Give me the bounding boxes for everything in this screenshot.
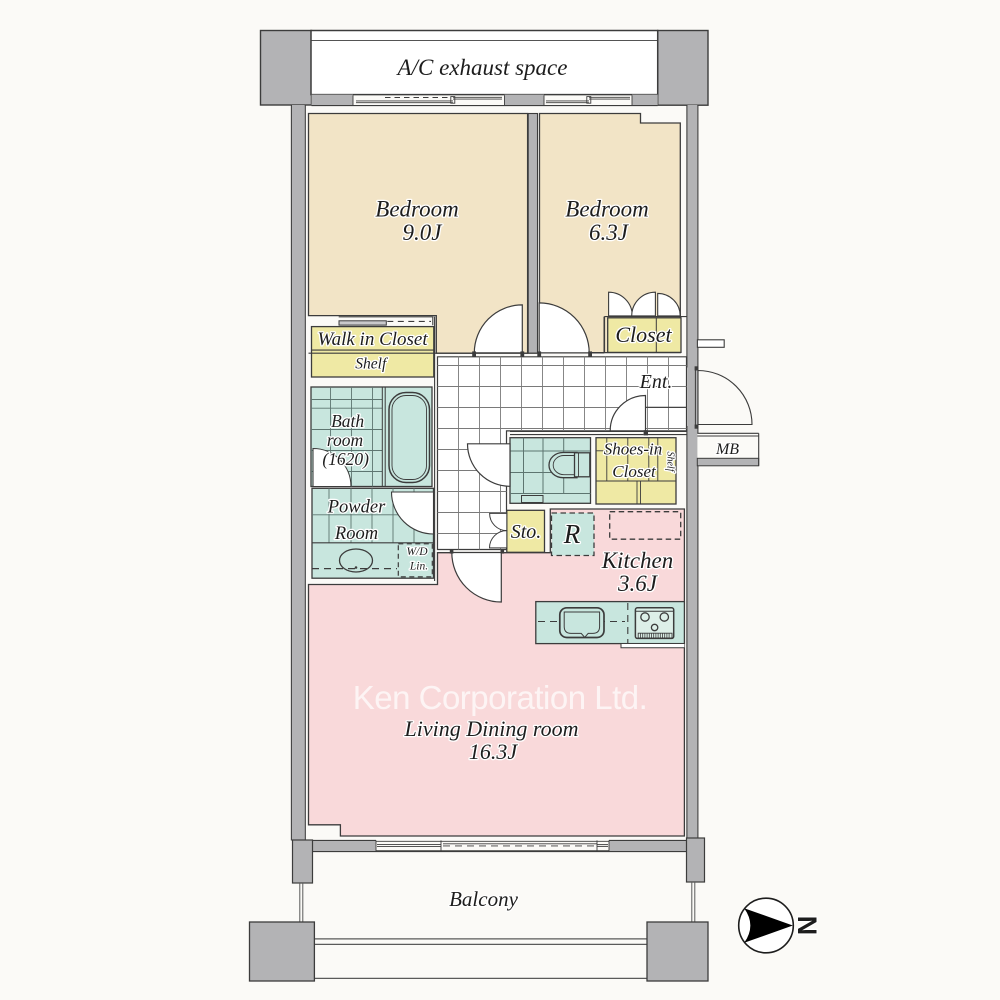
svg-text:W/D: W/D xyxy=(406,546,428,558)
svg-text:Room: Room xyxy=(334,524,378,544)
svg-text:Powder: Powder xyxy=(327,498,386,518)
svg-text:Shoes-in: Shoes-in xyxy=(604,440,663,459)
svg-text:Closet: Closet xyxy=(615,322,672,347)
svg-text:Balcony: Balcony xyxy=(449,887,518,911)
svg-text:16.3J: 16.3J xyxy=(469,739,519,764)
svg-text:6.3J: 6.3J xyxy=(589,220,630,245)
svg-text:Ken Corporation Ltd.: Ken Corporation Ltd. xyxy=(353,679,648,716)
svg-text:R: R xyxy=(563,519,581,549)
svg-text:Living Dining room: Living Dining room xyxy=(404,716,579,741)
svg-text:Ent.: Ent. xyxy=(639,371,673,393)
svg-text:9.0J: 9.0J xyxy=(403,220,444,245)
svg-text:Bedroom: Bedroom xyxy=(375,197,458,222)
svg-text:Kitchen: Kitchen xyxy=(601,548,674,573)
svg-text:Closet: Closet xyxy=(612,462,657,481)
svg-text:N: N xyxy=(792,916,822,936)
svg-text:Bedroom: Bedroom xyxy=(565,197,648,222)
svg-text:3.6J: 3.6J xyxy=(617,571,659,596)
svg-text:room: room xyxy=(327,430,363,450)
svg-text:Sto.: Sto. xyxy=(511,521,542,543)
svg-text:Bath: Bath xyxy=(331,411,364,431)
svg-text:Shelf: Shelf xyxy=(355,356,389,373)
svg-text:(1620): (1620) xyxy=(322,449,369,469)
svg-text:Shelf: Shelf xyxy=(664,452,675,473)
svg-text:MB: MB xyxy=(715,441,739,458)
svg-text:Walk in Closet: Walk in Closet xyxy=(318,329,429,350)
svg-text:Lin.: Lin. xyxy=(409,561,428,573)
svg-text:A/C exhaust space: A/C exhaust space xyxy=(396,55,568,80)
